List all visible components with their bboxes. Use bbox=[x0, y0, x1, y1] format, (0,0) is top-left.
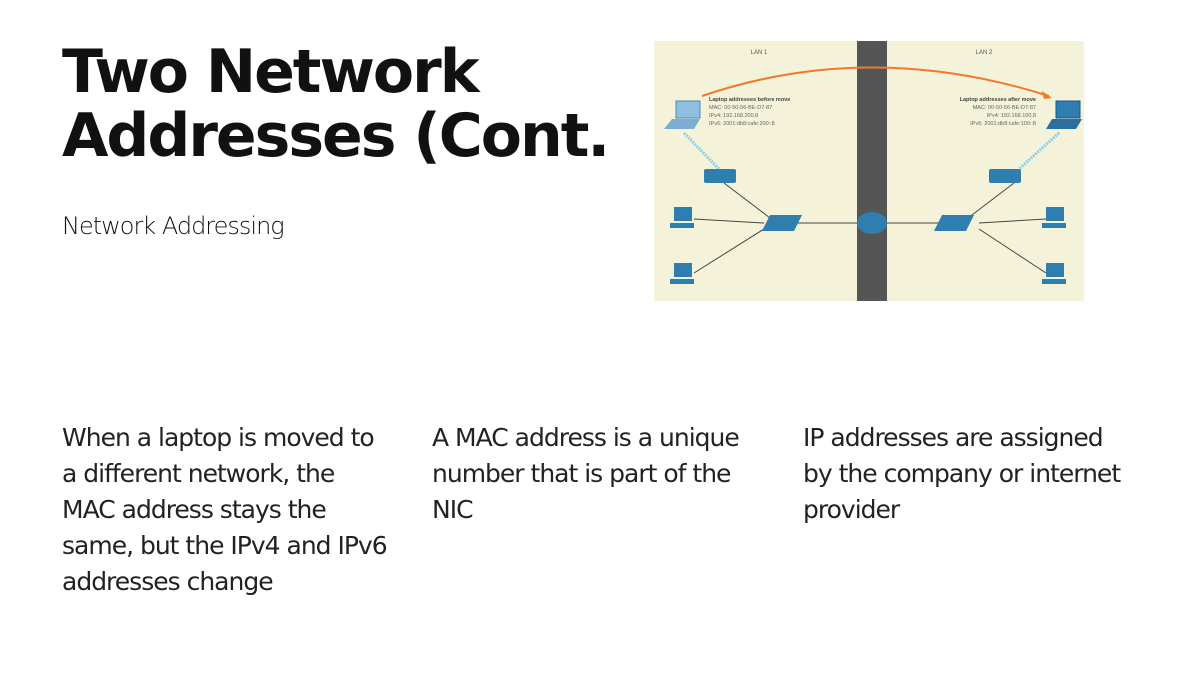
text-column-mac-unique: A MAC address is a unique number that is… bbox=[432, 423, 740, 524]
wireless-link-before bbox=[682, 131, 721, 171]
access-point-lan2-icon bbox=[989, 169, 1021, 183]
network-divider bbox=[857, 41, 887, 301]
before-mac: MAC: 00-50-56-BE-D7-87 bbox=[709, 105, 772, 111]
network-cables bbox=[693, 182, 1047, 274]
text-column-ip-assigned: IP addresses are assigned by the company… bbox=[803, 423, 1121, 524]
move-arrow bbox=[701, 66, 1050, 97]
network-diagram: LAN 1 LAN 2 Laptop addresses before move… bbox=[654, 41, 1084, 301]
switch-lan1-icon bbox=[762, 215, 802, 231]
router-icon bbox=[857, 212, 887, 234]
laptop-before-icon bbox=[664, 100, 701, 129]
after-ipv4: IPv4: 192.168.100.8 bbox=[987, 113, 1036, 119]
before-heading: Laptop addresses before move bbox=[709, 97, 790, 103]
after-ipv6: IPv6: 2001:db8:cafe:100::8 bbox=[970, 121, 1036, 127]
text-column-mac-stays: When a laptop is moved to a different ne… bbox=[62, 423, 388, 596]
after-addresses: Laptop addresses after move MAC: 00-50-5… bbox=[960, 97, 1036, 127]
laptop-after-icon bbox=[1046, 100, 1082, 129]
slide-subtitle: Network Addressing bbox=[62, 212, 285, 240]
before-ipv4: IPv4: 192.168.200.8 bbox=[709, 113, 758, 119]
access-point-lan1-icon bbox=[704, 169, 736, 183]
slide-title: Two Network Addresses (Cont. bbox=[62, 37, 610, 171]
before-ipv6: IPv6: 2001:db8:cafe:200::8 bbox=[709, 121, 775, 127]
before-addresses: Laptop addresses before move MAC: 00-50-… bbox=[709, 97, 790, 127]
after-mac: MAC: 00-50-56-BE-D7-87 bbox=[973, 105, 1036, 111]
after-heading: Laptop addresses after move bbox=[960, 97, 1036, 103]
lan2-label: LAN 2 bbox=[976, 50, 993, 56]
pc-icons bbox=[670, 207, 1066, 284]
lan1-label: LAN 1 bbox=[751, 50, 768, 56]
switch-lan2-icon bbox=[934, 215, 974, 231]
arrow-head-icon bbox=[1042, 91, 1052, 99]
